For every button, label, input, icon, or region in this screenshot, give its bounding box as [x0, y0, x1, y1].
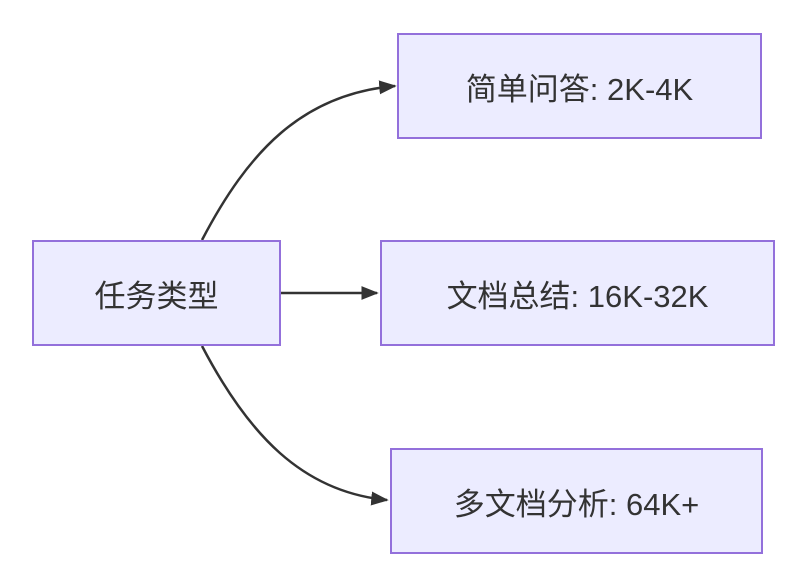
node-simple-qa-label: 简单问答: 2K-4K — [465, 71, 694, 107]
node-task-type-label: 任务类型 — [94, 278, 219, 314]
edge-root-to-simple-qa — [200, 80, 397, 241]
edge-root-to-multi-doc — [200, 345, 389, 506]
node-simple-qa: 简单问答: 2K-4K — [397, 33, 762, 139]
node-doc-summary-label: 文档总结: 16K-32K — [446, 278, 709, 314]
node-doc-summary: 文档总结: 16K-32K — [380, 240, 775, 346]
node-multi-doc-label: 多文档分析: 64K+ — [453, 486, 700, 522]
node-task-type: 任务类型 — [32, 240, 281, 346]
node-multi-doc: 多文档分析: 64K+ — [390, 448, 763, 554]
